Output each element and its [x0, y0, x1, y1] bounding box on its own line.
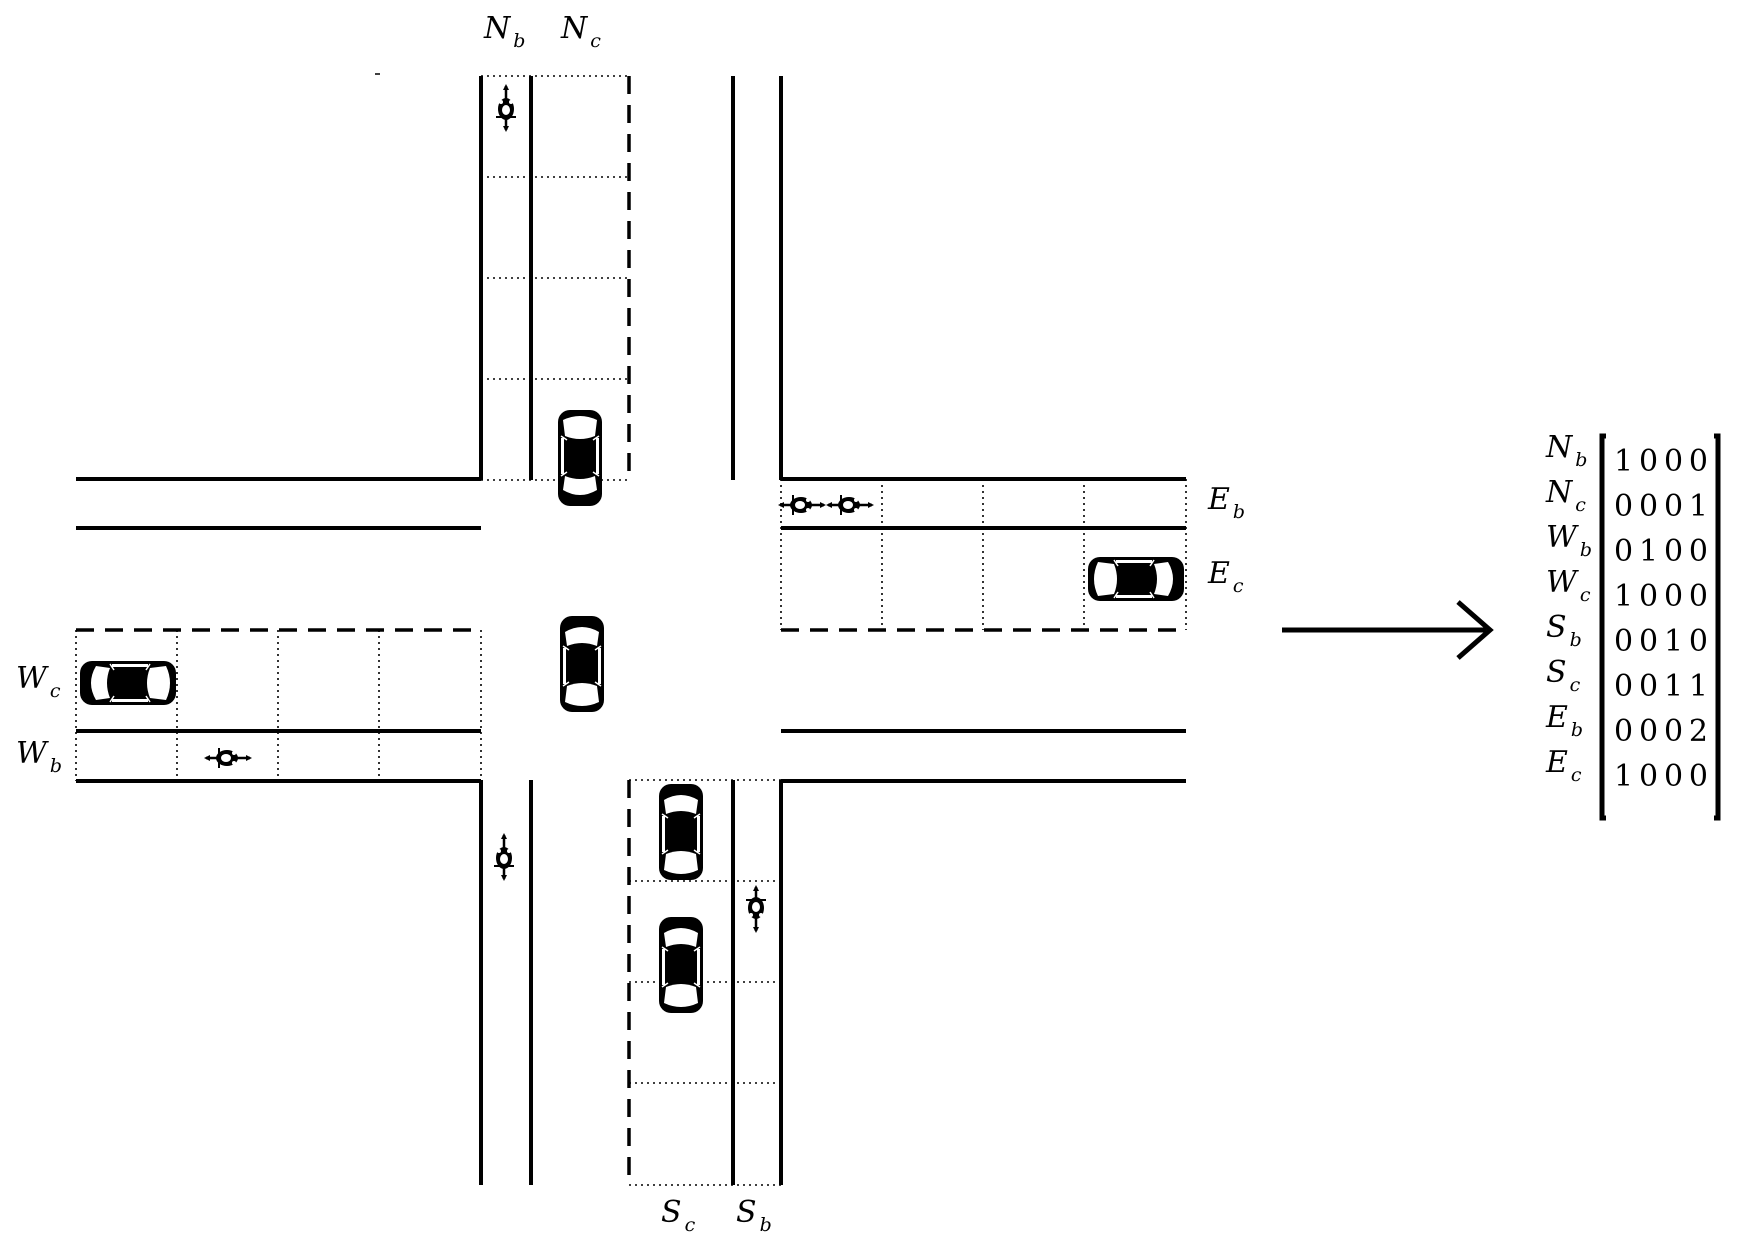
matrix-left-bracket: [1599, 433, 1606, 821]
car-east-lane: [1087, 556, 1185, 602]
bicycle-north-lane: [494, 82, 518, 134]
bicycle-south-lane: [744, 883, 768, 935]
bicycle-west-lane: [202, 746, 254, 770]
matrix-row-values: 0 1 0 0: [1614, 534, 1708, 569]
car-north-lane: [557, 409, 603, 507]
matrix-row-values: 0 0 1 1: [1614, 669, 1708, 704]
car-south-lane-2: [658, 916, 704, 1014]
right-arrow-icon: [1282, 600, 1494, 660]
car-intersection: [559, 615, 605, 713]
car-west-lane: [79, 660, 177, 706]
matrix-row-values: 1 0 0 0: [1614, 444, 1708, 479]
bicycle-south-road: [492, 831, 516, 883]
matrix-row-values: 1 0 0 0: [1614, 759, 1708, 794]
matrix-row-values: 0 0 1 0: [1614, 624, 1708, 659]
bicycle-east-lane-1: [776, 493, 828, 517]
matrix-row-values: 0 0 0 1: [1614, 489, 1708, 524]
car-south-lane-1: [658, 783, 704, 881]
bicycle-east-lane-2: [824, 493, 876, 517]
matrix-row-values: 1 0 0 0: [1614, 579, 1708, 614]
matrix-right-bracket: [1714, 433, 1721, 821]
matrix-row-values: 0 0 0 2: [1614, 714, 1708, 749]
dashed-lane-lines: [76, 76, 1186, 1185]
